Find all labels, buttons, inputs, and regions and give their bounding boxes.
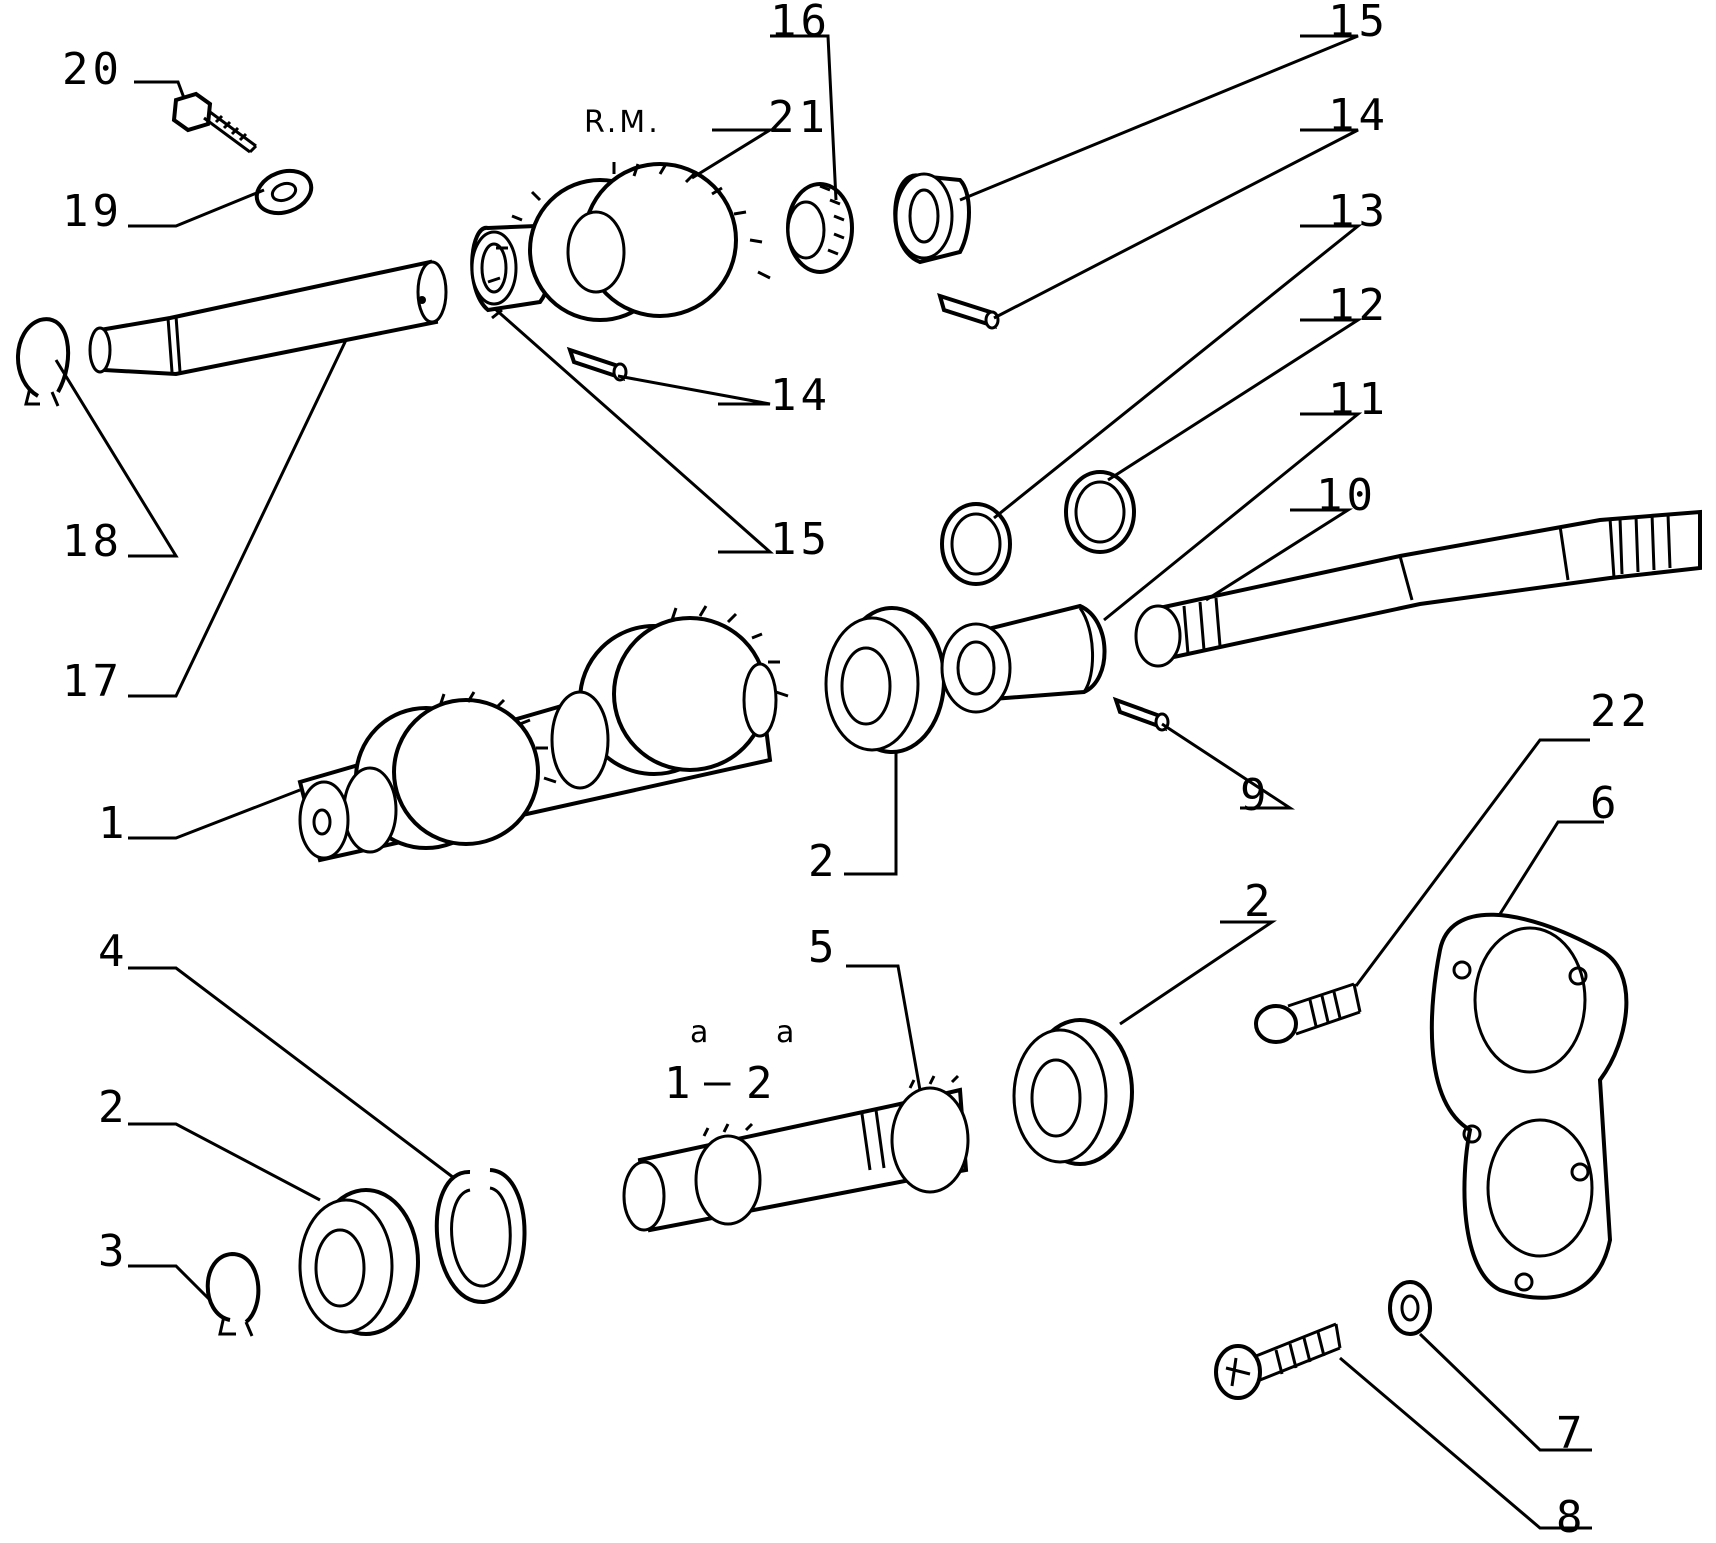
callout-22: 22 bbox=[1590, 686, 1651, 737]
callout-21: 21 bbox=[768, 92, 829, 143]
callout-17: 17 bbox=[62, 656, 123, 707]
part-13-ring bbox=[940, 502, 1012, 586]
part-1-cluster-gear bbox=[297, 605, 789, 863]
gear-ratio-first-superscript: a bbox=[690, 1015, 708, 1050]
part-7-washer bbox=[1388, 1280, 1432, 1336]
callout-7: 7 bbox=[1556, 1408, 1587, 1459]
callout-12: 12 bbox=[1328, 280, 1389, 331]
part-14-pin-left bbox=[566, 346, 628, 382]
part-2-bearing-bottom bbox=[298, 1188, 420, 1336]
callout-8: 8 bbox=[1556, 1492, 1587, 1543]
gear-ratio-second: 2 bbox=[746, 1058, 777, 1109]
part-20-bolt bbox=[171, 91, 258, 154]
part-14-pin-right bbox=[937, 292, 1000, 330]
callout-2-bottom: 2 bbox=[98, 1082, 129, 1133]
part-15-bushing-right bbox=[893, 172, 971, 265]
callout-14-mid: 14 bbox=[770, 370, 831, 421]
part-10-splined-shaft bbox=[1134, 509, 1702, 668]
gear-ratio-first: 1 bbox=[664, 1058, 695, 1109]
callout-3: 3 bbox=[98, 1226, 129, 1277]
part-3-circlip bbox=[205, 1251, 261, 1337]
gear-ratio-dash: – bbox=[704, 1056, 735, 1107]
callout-9: 9 bbox=[1240, 770, 1271, 821]
callout-2-middle: 2 bbox=[1244, 876, 1275, 927]
callout-6: 6 bbox=[1590, 778, 1621, 829]
reverse-gear-note: R.M. bbox=[584, 105, 661, 140]
part-21-double-gear bbox=[487, 162, 771, 322]
part-9-pin bbox=[1112, 696, 1170, 732]
callout-16: 16 bbox=[770, 0, 831, 47]
part-2-bearing-top bbox=[824, 606, 946, 754]
callout-15-top: 15 bbox=[1328, 0, 1389, 47]
callout-13: 13 bbox=[1328, 186, 1389, 237]
part-6-gasket-plate bbox=[1429, 912, 1629, 1300]
part-8-screw bbox=[1214, 1322, 1342, 1400]
part-17-shaft bbox=[88, 259, 448, 377]
part-2-bearing-middle bbox=[1012, 1018, 1134, 1166]
callout-15-mid: 15 bbox=[770, 514, 831, 565]
part-18-circlip bbox=[16, 317, 71, 407]
callout-14-top: 14 bbox=[1328, 90, 1389, 141]
leader-lines bbox=[54, 34, 1604, 1530]
part-19-washer bbox=[254, 168, 314, 216]
part-5-gear-shaft bbox=[622, 1074, 970, 1233]
part-22-bolt bbox=[1254, 982, 1362, 1044]
callout-10: 10 bbox=[1316, 470, 1377, 521]
callout-20: 20 bbox=[62, 44, 123, 95]
callout-labels: 20 19 18 17 1 2 21 16 15 14 13 12 11 10 … bbox=[62, 0, 1651, 1543]
callout-4: 4 bbox=[98, 926, 129, 977]
gear-ratio-second-superscript: a bbox=[776, 1015, 794, 1050]
part-11-sleeve bbox=[940, 603, 1107, 714]
part-4-snap-ring bbox=[434, 1168, 527, 1305]
callout-18: 18 bbox=[62, 516, 123, 567]
part-12-ring bbox=[1064, 470, 1136, 554]
callout-11: 11 bbox=[1328, 374, 1389, 425]
part-16-needle-bearing bbox=[786, 182, 854, 274]
callout-2-top: 2 bbox=[808, 836, 839, 887]
callout-1: 1 bbox=[98, 798, 129, 849]
callout-19: 19 bbox=[62, 186, 123, 237]
callout-5: 5 bbox=[808, 922, 839, 973]
annotations: R.M. 1 – 2 a a bbox=[584, 105, 794, 1109]
